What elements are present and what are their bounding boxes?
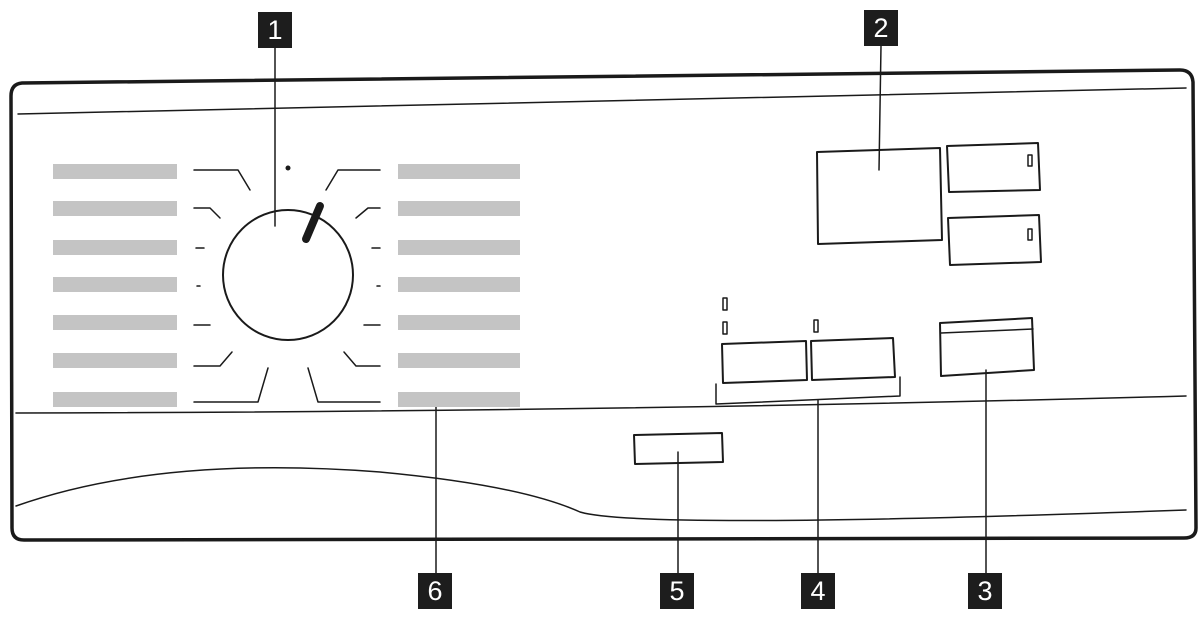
option-led [813, 319, 819, 333]
dial-ticks-right [307, 169, 381, 403]
drawer-release-button[interactable] [633, 432, 724, 465]
leader-lines [274, 45, 987, 574]
start-pause-button[interactable] [939, 317, 1035, 377]
callout-4: 4 [801, 573, 835, 609]
programme-labels-right [398, 164, 520, 407]
panel-inner-edge [17, 87, 1187, 115]
button-led [1027, 154, 1033, 167]
callout-5: 5 [660, 573, 694, 609]
callout-3: 3 [968, 573, 1002, 609]
callout-6: 6 [418, 573, 452, 609]
panel-housing [9, 68, 1198, 542]
button-led [1027, 228, 1033, 241]
display-side-button-top[interactable] [946, 142, 1041, 193]
drawer-handle-curve [15, 467, 1187, 522]
option-button-right[interactable] [810, 337, 896, 381]
callout-1: 1 [258, 12, 292, 48]
knob-indicator [302, 202, 324, 243]
option-led [722, 321, 728, 335]
callout-2: 2 [864, 10, 898, 46]
start-pause-button-edge [940, 328, 1034, 334]
dial-ticks-left [193, 169, 269, 403]
knob-top-dot [285, 165, 291, 171]
option-button-left[interactable] [721, 340, 808, 384]
panel-strip-edge [15, 395, 1187, 414]
option-led [722, 297, 728, 311]
programme-labels-left [53, 164, 177, 407]
programme-selector-knob[interactable] [222, 209, 354, 341]
display-side-button-bottom[interactable] [947, 214, 1042, 266]
option-buttons-bracket [715, 376, 901, 405]
display-window [816, 147, 943, 245]
